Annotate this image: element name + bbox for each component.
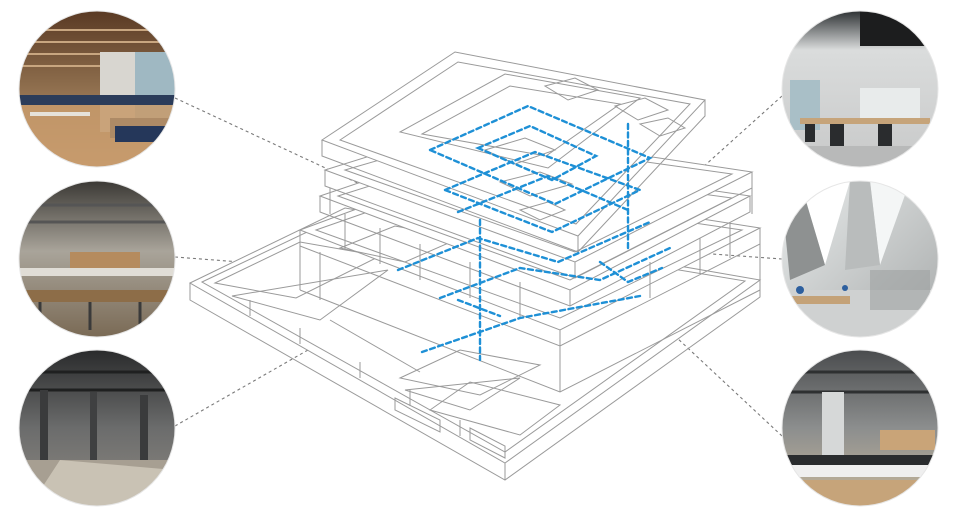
photo-white-desk-office — [781, 10, 939, 168]
photo-light-timber-workspace — [18, 180, 176, 338]
photo-industrial-column-hall — [18, 349, 176, 507]
leader-line-left-1 — [174, 97, 449, 226]
photo-angled-skylight-atrium — [781, 180, 939, 338]
building-axonometric — [188, 51, 762, 481]
photo-exposed-ceiling-workstations — [781, 349, 939, 507]
circulation-route — [396, 104, 672, 362]
photo-wood-ceiling-open-office — [18, 10, 176, 168]
